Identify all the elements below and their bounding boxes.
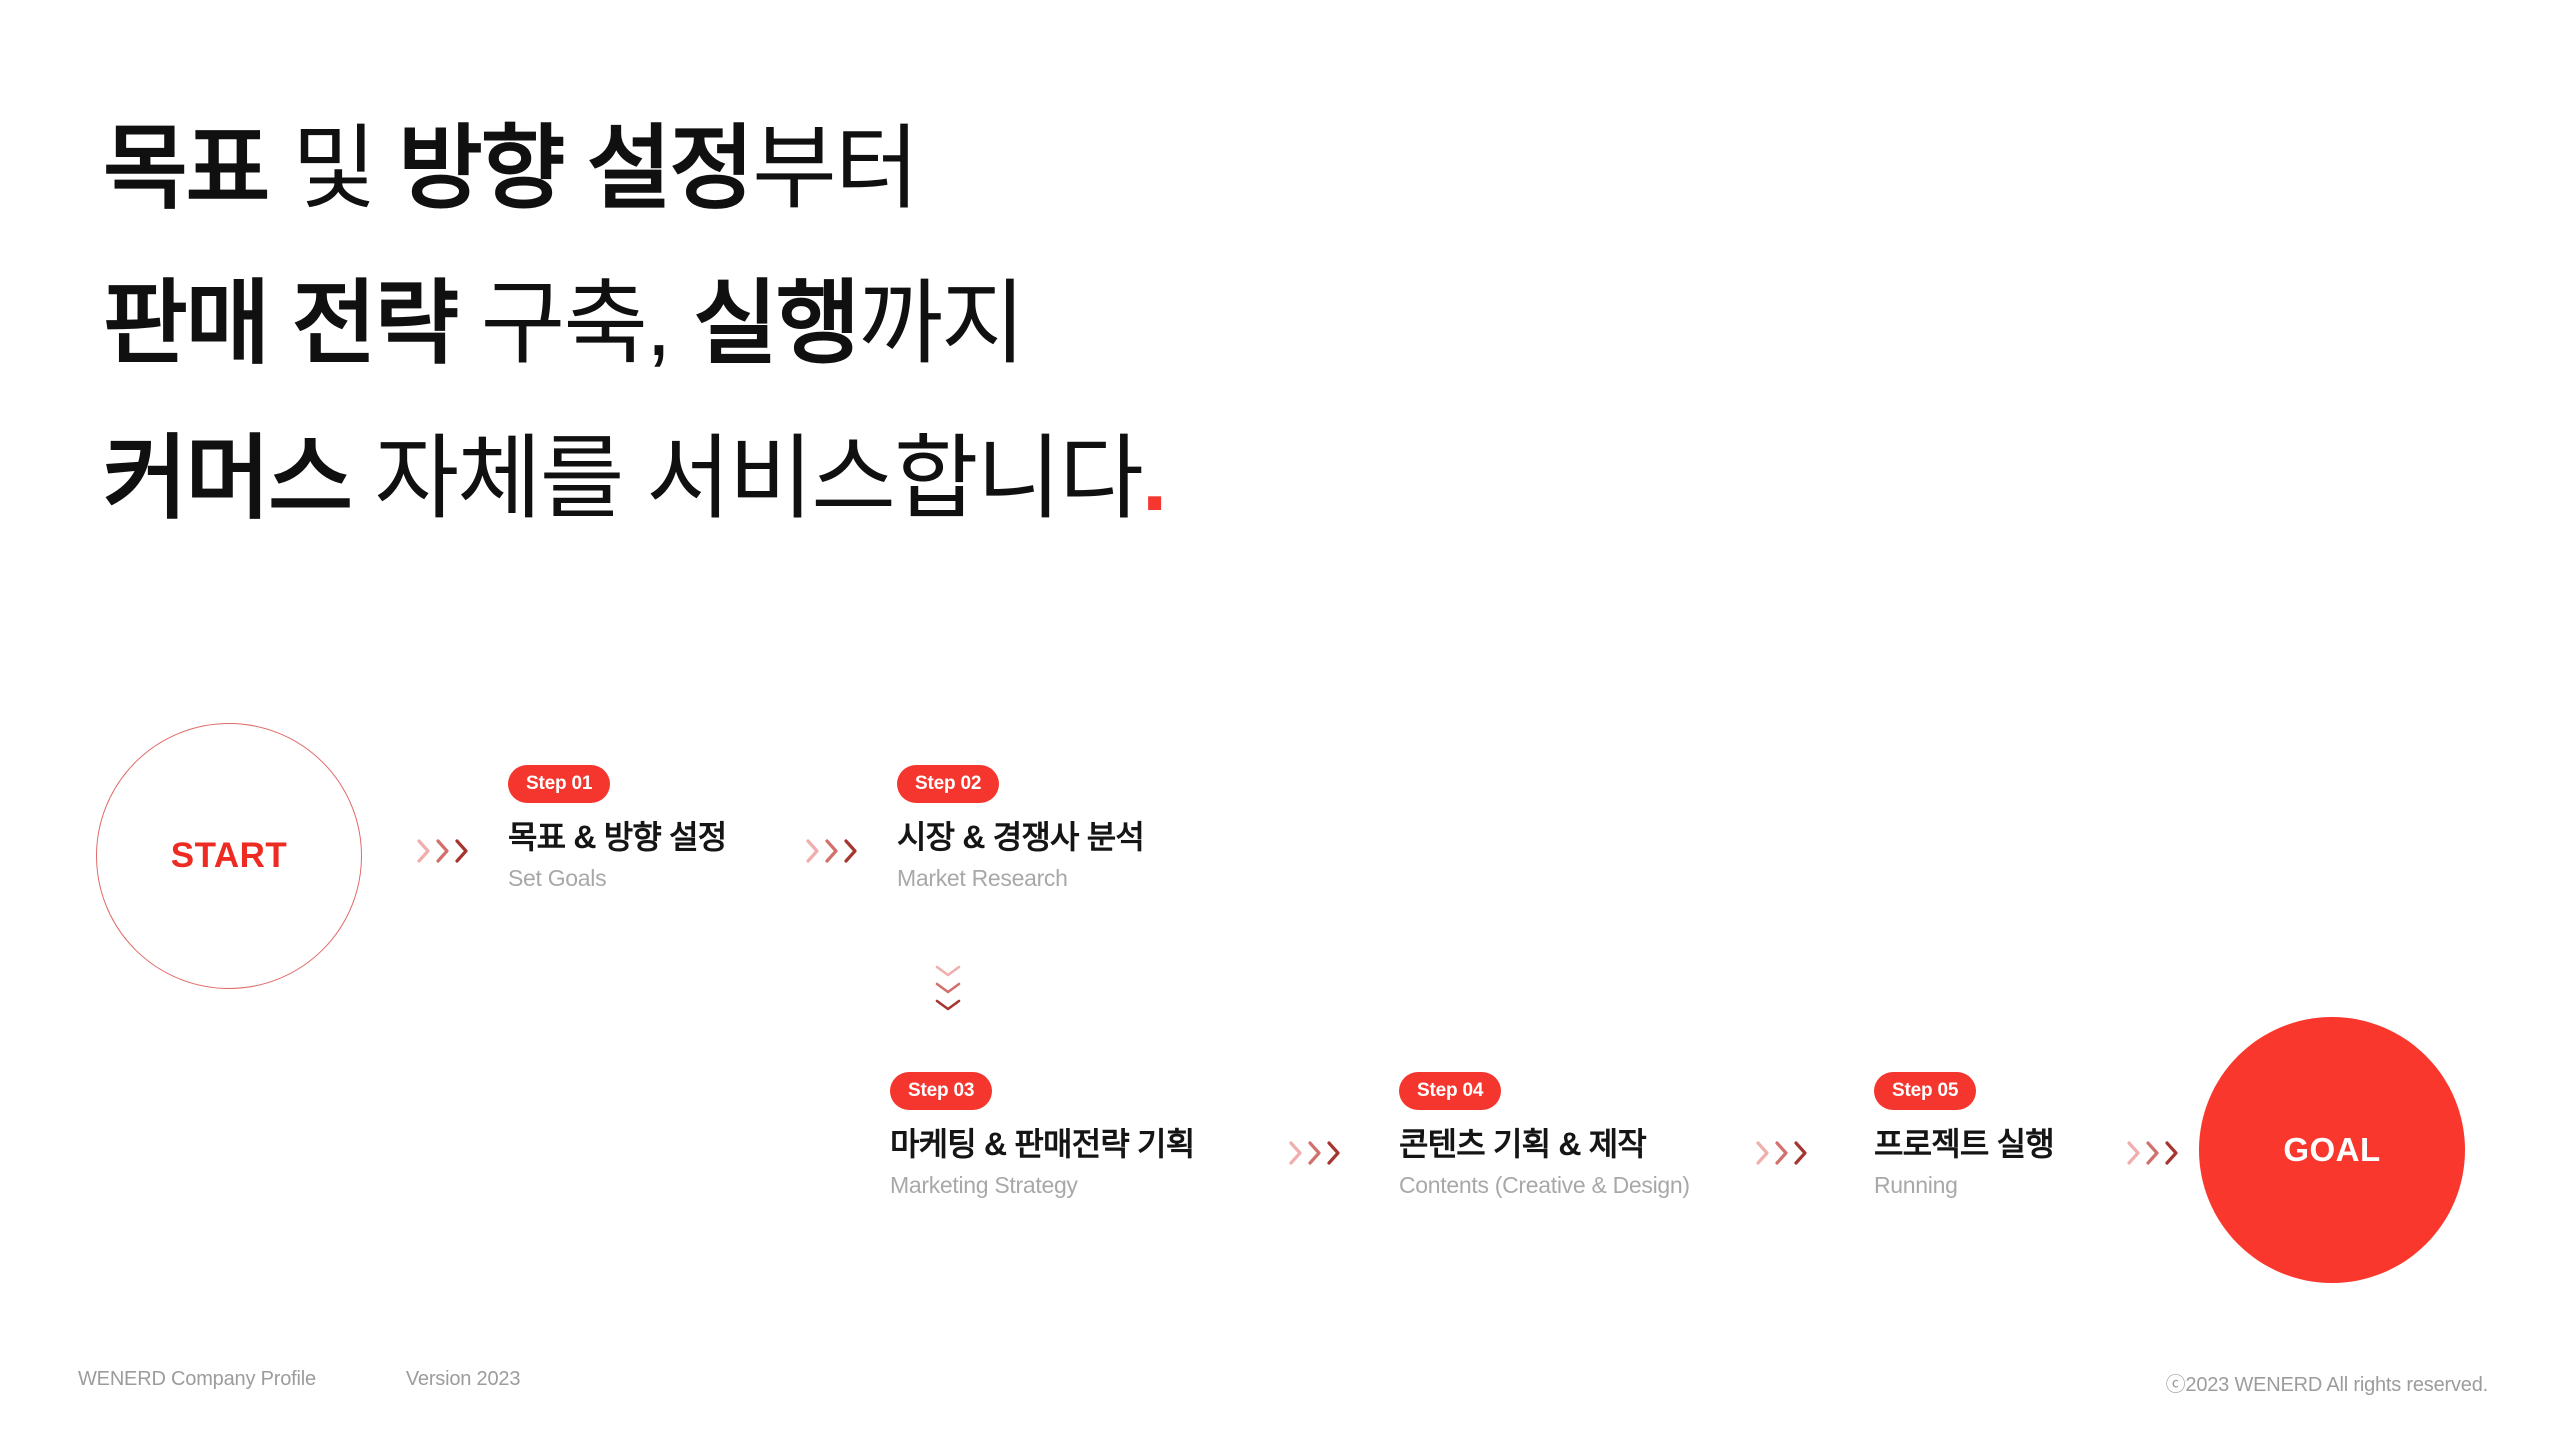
headline-line1-bold-1: 목표 xyxy=(103,118,270,220)
step-item-2[interactable]: Step 02 시장 & 경쟁사 분석 Market Research xyxy=(897,765,1145,892)
step-5-title: 프로젝트 실행 xyxy=(1874,1126,2055,1162)
step-item-1[interactable]: Step 01 목표 & 방향 설정 Set Goals xyxy=(508,765,727,892)
footer-left: WENERD Company Profile Version 2023 xyxy=(78,1368,520,1391)
headline-line-3: 커머스 자체를 서비스합니다. xyxy=(103,402,1603,557)
step-4-subtitle: Contents (Creative & Design) xyxy=(1399,1172,1690,1199)
headline-accent-dot: . xyxy=(1141,428,1168,530)
headline-line-2: 판매 전략 구축, 실행까지 xyxy=(103,247,1603,402)
headline-line3-light-1: 자체를 서비스합니다 xyxy=(350,428,1143,530)
step-5-badge: Step 05 xyxy=(1874,1072,1977,1110)
step-1-subtitle: Set Goals xyxy=(508,865,607,892)
headline-line2-bold-2: 실행 xyxy=(693,273,860,375)
chevron-down-icon-step2-to-step3 xyxy=(933,963,963,1013)
headline-line-1: 목표 및 방향 설정부터 xyxy=(103,92,1603,247)
goal-circle: GOAL xyxy=(2199,1017,2465,1283)
headline-line2-bold-1: 판매 전략 xyxy=(103,273,459,375)
step-3-subtitle: Marketing Strategy xyxy=(890,1172,1078,1199)
step-1-badge: Step 01 xyxy=(508,765,611,803)
step-4-badge: Step 04 xyxy=(1399,1072,1502,1110)
chevron-right-icon-step1-to-step2 xyxy=(805,838,860,864)
step-1-title: 목표 & 방향 설정 xyxy=(508,819,727,855)
goal-label: GOAL xyxy=(2283,1131,2381,1168)
headline-line2-light-2: 까지 xyxy=(858,273,1025,375)
step-item-4[interactable]: Step 04 콘텐츠 기획 & 제작 Contents (Creative &… xyxy=(1399,1072,1690,1198)
step-2-subtitle: Market Research xyxy=(897,865,1068,892)
step-item-5[interactable]: Step 05 프로젝트 실행 Running xyxy=(1874,1072,2055,1199)
chevron-right-icon-start-to-step1 xyxy=(416,838,471,864)
headline-line1-light-1: 및 xyxy=(268,118,399,220)
step-3-title: 마케팅 & 판매전략 기획 xyxy=(890,1126,1195,1162)
start-label: START xyxy=(170,836,288,875)
footer-copyright: ⓒ2023 WENERD All rights reserved. xyxy=(2165,1374,2489,1396)
headline-line2-light-1: 구축, xyxy=(457,273,694,375)
headline-line1-bold-2: 방향 설정 xyxy=(398,118,754,220)
footer-version: Version 2023 xyxy=(405,1368,521,1390)
chevron-right-icon-step3-to-step4 xyxy=(1288,1140,1343,1166)
step-5-subtitle: Running xyxy=(1874,1172,1958,1199)
page-title: 목표 및 방향 설정부터 판매 전략 구축, 실행까지 커머스 자체를 서비스합… xyxy=(103,92,1603,557)
headline-line1-light-2: 부터 xyxy=(752,118,919,220)
step-2-title: 시장 & 경쟁사 분석 xyxy=(897,819,1145,855)
step-2-badge: Step 02 xyxy=(897,765,1000,803)
start-circle: START xyxy=(96,723,362,989)
step-4-title: 콘텐츠 기획 & 제작 xyxy=(1399,1126,1647,1162)
headline-line3-bold-1: 커머스 xyxy=(103,428,353,530)
step-3-badge: Step 03 xyxy=(890,1072,993,1110)
chevron-right-icon-step4-to-step5 xyxy=(1755,1140,1810,1166)
footer-document-name: WENERD Company Profile xyxy=(78,1368,316,1390)
step-item-3[interactable]: Step 03 마케팅 & 판매전략 기획 Marketing Strategy xyxy=(890,1072,1195,1199)
chevron-right-icon-step5-to-goal xyxy=(2126,1140,2181,1166)
